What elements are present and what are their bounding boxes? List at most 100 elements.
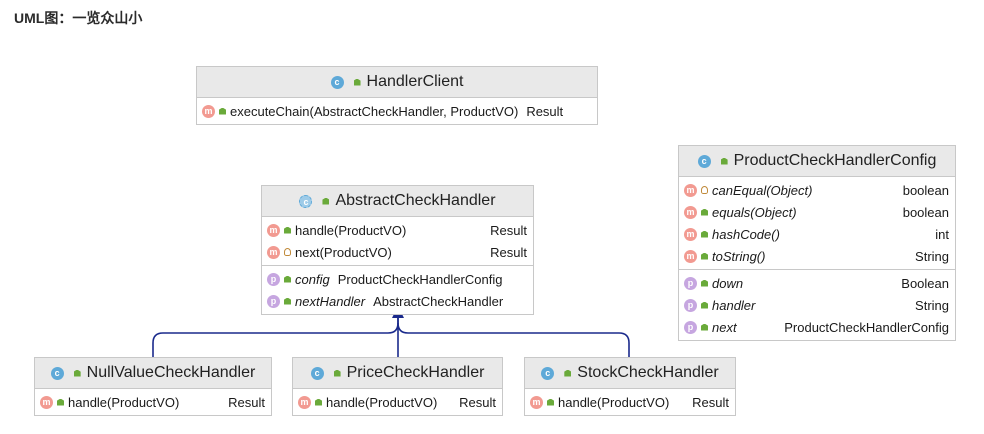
- method-return-type: boolean: [902, 204, 949, 220]
- class-stock-check-handler[interactable]: c StockCheckHandler m handle(ProductVO) …: [524, 357, 736, 416]
- field-name: next: [712, 319, 737, 335]
- method-name: hashCode(): [712, 226, 780, 242]
- method-icon: m: [267, 245, 280, 259]
- public-visibility-icon: [720, 157, 728, 165]
- class-icon: c: [697, 154, 711, 168]
- method-row[interactable]: m next(ProductVO) Result: [262, 241, 533, 263]
- method-icon: m: [530, 395, 543, 409]
- fields-section: p config ProductCheckHandlerConfig p nex…: [262, 265, 533, 314]
- method-name: handle(ProductVO): [295, 222, 407, 238]
- public-visibility-icon: [322, 197, 330, 205]
- method-row[interactable]: m hashCode() int: [679, 223, 955, 245]
- method-name: executeChain(AbstractCheckHandler, Produ…: [230, 103, 519, 119]
- class-icon: c: [310, 366, 324, 380]
- field-row[interactable]: p down Boolean: [679, 272, 955, 294]
- class-product-check-handler-config[interactable]: c ProductCheckHandlerConfig m canEqual(O…: [678, 145, 956, 341]
- public-visibility-icon: [701, 208, 708, 216]
- class-icon: c: [541, 366, 555, 380]
- class-header: c AbstractCheckHandler: [262, 186, 533, 217]
- methods-section: m handle(ProductVO) Result m next(Produc…: [262, 217, 533, 265]
- method-row[interactable]: m executeChain(AbstractCheckHandler, Pro…: [197, 100, 597, 122]
- method-icon: m: [684, 205, 697, 219]
- method-icon: m: [298, 395, 311, 409]
- method-return-type: boolean: [902, 182, 949, 198]
- class-header: c StockCheckHandler: [525, 358, 735, 389]
- method-name: handle(ProductVO): [558, 394, 670, 410]
- method-name: toString(): [712, 248, 766, 264]
- class-name: AbstractCheckHandler: [335, 192, 496, 209]
- class-icon: c: [50, 366, 64, 380]
- method-name: handle(ProductVO): [68, 394, 180, 410]
- field-name: handler: [712, 297, 756, 313]
- field-type: String: [915, 297, 949, 313]
- public-visibility-icon: [547, 398, 554, 406]
- page-heading: UML图：一览众山小: [14, 10, 143, 26]
- field-type: Boolean: [901, 275, 949, 291]
- public-visibility-icon: [701, 323, 708, 331]
- field-name: nextHandler: [295, 293, 366, 309]
- methods-section: m handle(ProductVO) Result: [293, 389, 502, 415]
- method-row[interactable]: m toString() String: [679, 245, 955, 267]
- method-return-type: int: [935, 226, 949, 242]
- field-row[interactable]: p config ProductCheckHandlerConfig: [262, 268, 533, 290]
- public-visibility-icon: [284, 297, 291, 305]
- public-visibility-icon: [353, 78, 361, 86]
- public-visibility-icon: [284, 275, 291, 283]
- method-row[interactable]: m handle(ProductVO) Result: [293, 391, 502, 413]
- property-icon: p: [267, 272, 280, 286]
- method-row[interactable]: m handle(ProductVO) Result: [525, 391, 735, 413]
- method-row[interactable]: m handle(ProductVO) Result: [35, 391, 271, 413]
- methods-section: m canEqual(Object) boolean m equals(Obje…: [679, 177, 955, 269]
- public-visibility-icon: [333, 369, 341, 377]
- public-visibility-icon: [73, 369, 81, 377]
- inherit-line-stock: [397, 322, 630, 357]
- protected-visibility-icon: [284, 248, 291, 256]
- class-null-value-check-handler[interactable]: c NullValueCheckHandler m handle(Product…: [34, 357, 272, 416]
- methods-section: m handle(ProductVO) Result: [35, 389, 271, 415]
- public-visibility-icon: [701, 252, 708, 260]
- field-type: ProductCheckHandlerConfig: [784, 319, 949, 335]
- public-visibility-icon: [315, 398, 322, 406]
- method-return-type: Result: [459, 394, 496, 410]
- method-name: next(ProductVO): [295, 244, 392, 260]
- method-return-type: Result: [526, 103, 564, 119]
- class-name: PriceCheckHandler: [346, 364, 485, 381]
- field-type: ProductCheckHandlerConfig: [337, 271, 503, 287]
- field-name: down: [712, 275, 744, 291]
- field-row[interactable]: p next ProductCheckHandlerConfig: [679, 316, 955, 338]
- method-row[interactable]: m canEqual(Object) boolean: [679, 179, 955, 201]
- method-row[interactable]: m handle(ProductVO) Result: [262, 219, 533, 241]
- method-row[interactable]: m equals(Object) boolean: [679, 201, 955, 223]
- field-row[interactable]: p handler String: [679, 294, 955, 316]
- method-name: canEqual(Object): [712, 182, 813, 198]
- abstract-class-icon: c: [299, 194, 313, 208]
- public-visibility-icon: [701, 230, 708, 238]
- method-return-type: Result: [490, 244, 527, 260]
- field-name: config: [295, 271, 330, 287]
- public-visibility-icon: [564, 369, 572, 377]
- class-name: StockCheckHandler: [577, 364, 719, 381]
- inherit-line-null-value: [152, 316, 399, 357]
- public-visibility-icon: [57, 398, 64, 406]
- method-icon: m: [684, 227, 697, 241]
- property-icon: p: [684, 320, 697, 334]
- class-header: c HandlerClient: [197, 67, 597, 98]
- class-icon: c: [330, 75, 344, 89]
- public-visibility-icon: [284, 226, 291, 234]
- method-return-type: Result: [490, 222, 527, 238]
- protected-visibility-icon: [701, 186, 708, 194]
- public-visibility-icon: [219, 107, 226, 115]
- methods-section: m handle(ProductVO) Result: [525, 389, 735, 415]
- method-return-type: String: [915, 248, 949, 264]
- fields-section: p down Boolean p handler String p next P…: [679, 269, 955, 340]
- class-header: c ProductCheckHandlerConfig: [679, 146, 955, 177]
- class-header: c NullValueCheckHandler: [35, 358, 271, 389]
- property-icon: p: [684, 298, 697, 312]
- class-price-check-handler[interactable]: c PriceCheckHandler m handle(ProductVO) …: [292, 357, 503, 416]
- class-handler-client[interactable]: c HandlerClient m executeChain(AbstractC…: [196, 66, 598, 125]
- property-icon: p: [267, 294, 280, 308]
- class-abstract-check-handler[interactable]: c AbstractCheckHandler m handle(ProductV…: [261, 185, 534, 315]
- field-row[interactable]: p nextHandler AbstractCheckHandler: [262, 290, 533, 312]
- field-type: AbstractCheckHandler: [373, 293, 504, 309]
